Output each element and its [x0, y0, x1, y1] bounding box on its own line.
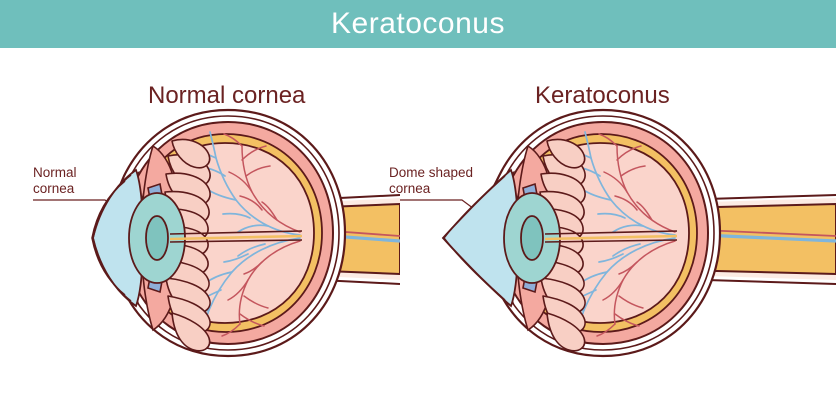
panel-heading-keratoconus: Keratoconus	[535, 82, 670, 109]
panel-heading-normal: Normal cornea	[148, 82, 306, 109]
callout-line-2: cornea	[33, 181, 75, 196]
optic-axis-keratoconus	[544, 230, 678, 243]
optic-axis-normal	[169, 230, 303, 243]
callout-label-normal-cornea: Normal cornea	[33, 165, 77, 197]
lens-keratoconus	[503, 192, 561, 284]
callout-line-1: Normal	[33, 165, 77, 180]
callout-line-2: cornea	[389, 181, 431, 196]
eye-diagram-keratoconus	[441, 108, 836, 358]
banner-title: Keratoconus	[331, 7, 505, 40]
callout-label-dome-shaped-cornea: Dome shaped cornea	[389, 165, 473, 197]
retinal-arteries-keratoconus	[596, 133, 676, 337]
diagram-stage: Normal cornea Keratoconus Normal cornea …	[0, 48, 836, 418]
title-banner: Keratoconus	[0, 0, 836, 48]
retinal-arteries-normal	[221, 133, 301, 337]
callout-line-1: Dome shaped	[389, 165, 474, 180]
eye-diagram-normal	[91, 108, 400, 358]
